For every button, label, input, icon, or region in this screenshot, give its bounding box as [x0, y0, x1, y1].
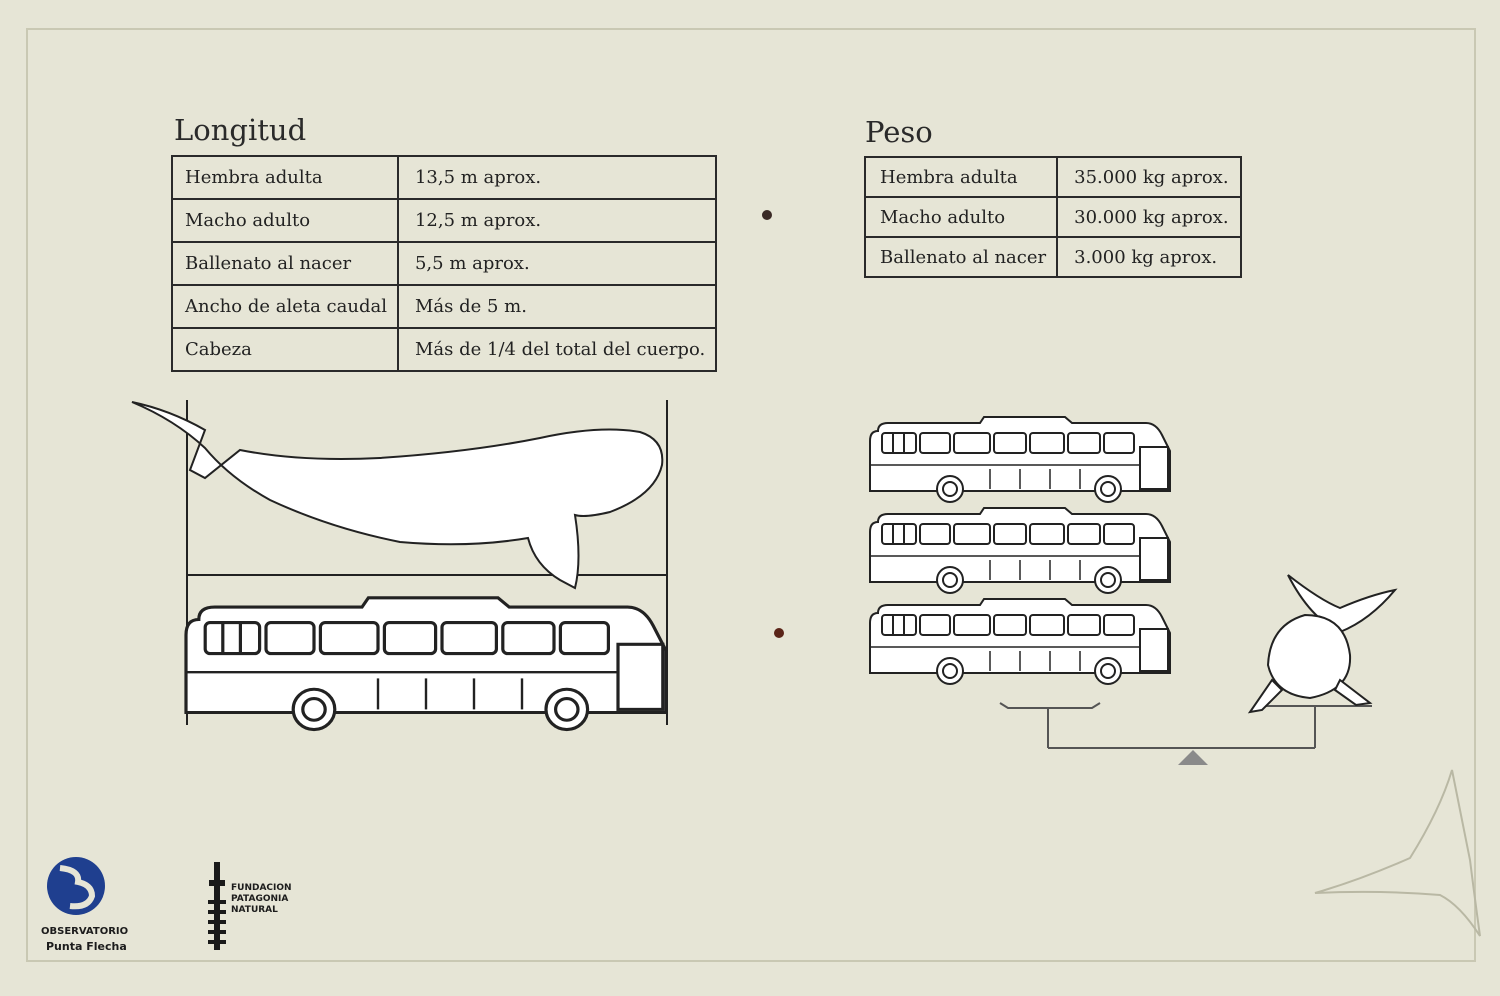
scale-pivot	[1178, 750, 1208, 765]
panel-border	[26, 28, 1476, 962]
row-value: 5,5 m aprox.	[396, 241, 718, 286]
row-label: Hembra adulta	[863, 156, 1059, 198]
row-value: 3.000 kg aprox.	[1056, 236, 1243, 278]
fundacion-logo-mark	[208, 862, 226, 950]
observatorio-logo-text: OBSERVATORIO	[41, 926, 129, 937]
row-value: Más de 1/4 del total del cuerpo.	[396, 327, 718, 372]
fundacion-logo-text-1: FUNDACION	[231, 883, 292, 893]
observatorio-logo-mark	[47, 857, 105, 915]
fundacion-logo-text-3: NATURAL	[231, 905, 278, 915]
row-label: Ancho de aleta caudal	[171, 284, 399, 329]
row-label: Hembra adulta	[171, 155, 399, 200]
whale-front-illustration	[1247, 574, 1398, 714]
tail-outline-decoration	[1314, 769, 1481, 937]
row-value: 13,5 m aprox.	[396, 155, 718, 200]
bus-illustration-stack-2	[869, 507, 1171, 594]
weight-title: Peso	[865, 115, 933, 149]
observatorio-logo-subtitle: Punta Flecha	[46, 940, 127, 953]
row-value: 35.000 kg aprox.	[1056, 156, 1243, 198]
balance-scale	[999, 702, 1372, 749]
row-value: 12,5 m aprox.	[396, 198, 718, 243]
bus-illustration-stack-3	[869, 598, 1171, 685]
whale-illustration	[131, 401, 664, 590]
row-value: 30.000 kg aprox.	[1056, 196, 1243, 238]
mounting-pin-bottom	[774, 628, 784, 638]
row-label: Ballenato al nacer	[171, 241, 399, 286]
row-value: Más de 5 m.	[396, 284, 718, 329]
row-label: Ballenato al nacer	[863, 236, 1059, 278]
bus-illustration-stack-1	[869, 416, 1171, 503]
row-label: Cabeza	[171, 327, 399, 372]
row-label: Macho adulto	[863, 196, 1059, 238]
bus-illustration-long	[184, 596, 668, 732]
fundacion-logo-text-2: PATAGONIA	[231, 894, 289, 904]
mounting-pin-top	[762, 210, 772, 220]
length-title: Longitud	[174, 113, 307, 147]
row-label: Macho adulto	[171, 198, 399, 243]
